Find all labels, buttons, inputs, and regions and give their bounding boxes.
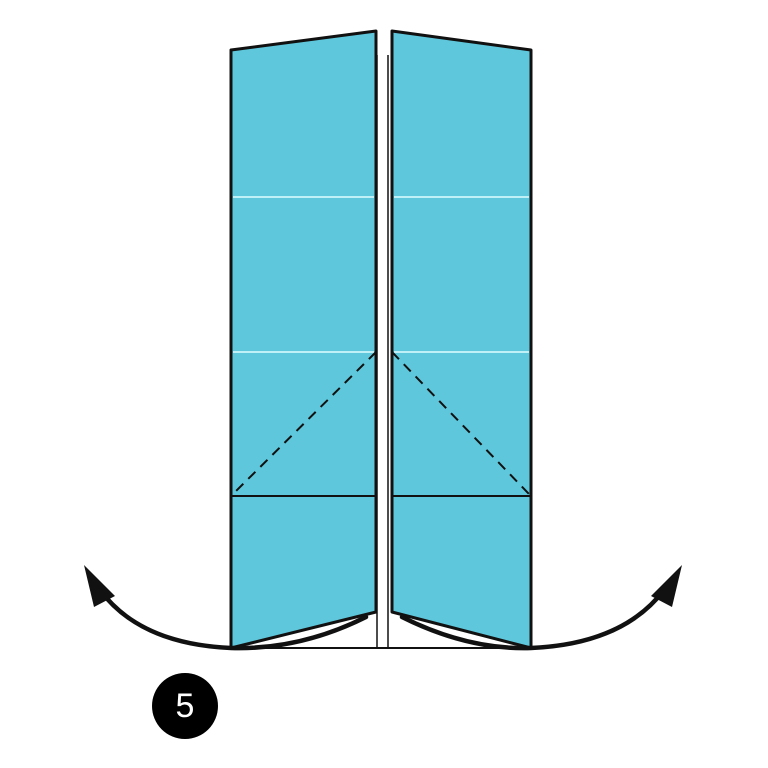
step-number: 5 [175,686,195,725]
center-gap-line [376,55,389,648]
step-badge-circle [152,673,218,739]
crease-lines [233,196,529,353]
curved-arrow-up-right-icon [399,565,682,651]
left-flap [229,29,378,650]
right-flap [390,29,533,650]
curved-arrow-up-left-icon [84,565,369,651]
